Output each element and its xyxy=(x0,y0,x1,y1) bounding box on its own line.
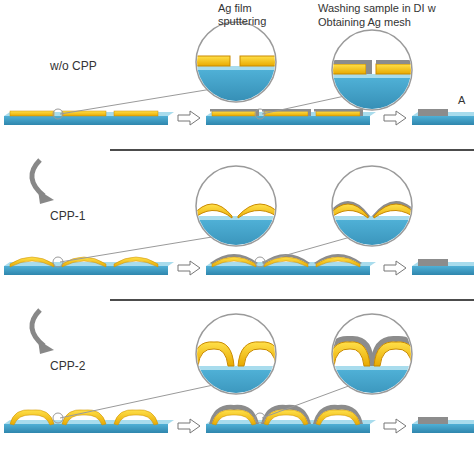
row-label: CPP-2 xyxy=(50,360,120,373)
step-heading: Washing sample in DI w xyxy=(318,2,468,15)
row-label: w/o CPP xyxy=(50,60,120,73)
step-heading: Ag film sputtering xyxy=(218,2,288,28)
step-heading: Obtaining Ag mesh xyxy=(318,16,468,29)
cut-label: A xyxy=(458,94,472,107)
row-label: CPP-1 xyxy=(50,210,120,223)
